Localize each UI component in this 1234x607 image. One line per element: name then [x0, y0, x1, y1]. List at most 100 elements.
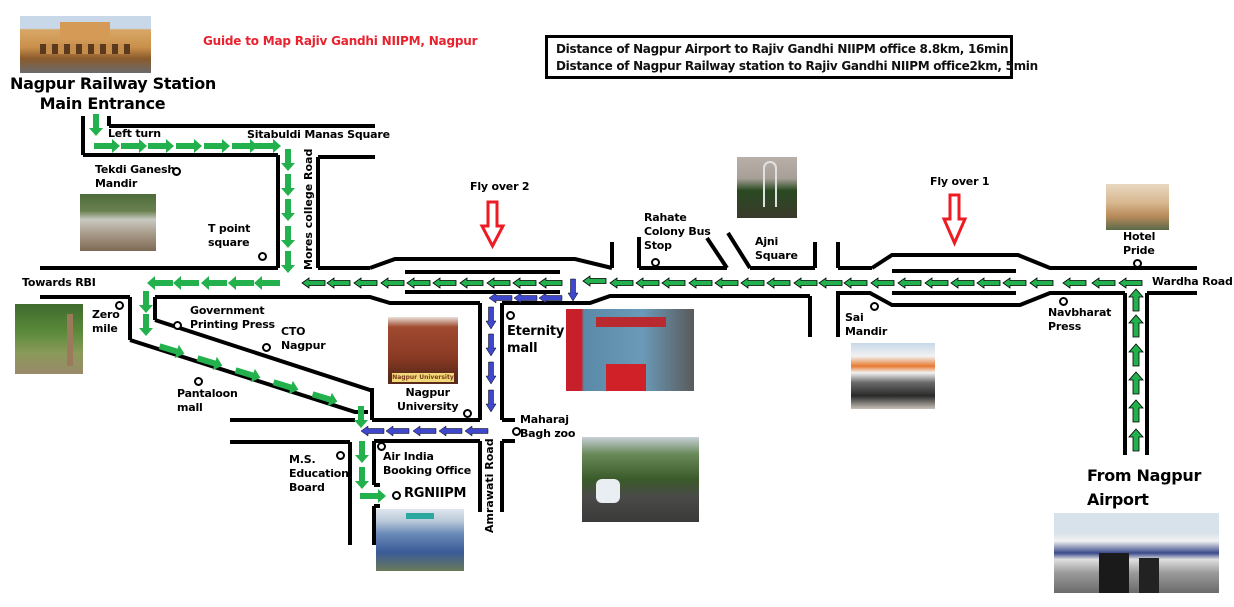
- air-india-marker: [377, 442, 386, 451]
- maharaj-bagh-line2: Bagh zoo: [520, 427, 576, 440]
- navbharat-line1: Navbharat: [1048, 306, 1112, 319]
- sitabuldi-label: Sitabuldi Manas Square: [247, 128, 390, 141]
- zero-mile-photo: [15, 304, 83, 374]
- pantaloon-line2: mall: [177, 401, 203, 414]
- ajni-line2: Square: [755, 249, 798, 262]
- sai-mandir-photo: [851, 343, 935, 409]
- rgniipm-marker: [392, 491, 401, 500]
- flyover-1-label: Fly over 1: [930, 175, 990, 188]
- govt-press-marker: [173, 321, 182, 330]
- nagpur-university-photo: Nagpur University: [388, 317, 458, 384]
- maharaj-bagh-label: Maharaj Bagh zoo: [520, 413, 575, 441]
- railway-station-line1: Nagpur Railway Station: [10, 74, 217, 93]
- navbharat-marker: [1059, 297, 1068, 306]
- govt-press-line2: Printing Press: [190, 318, 275, 331]
- tekdi-line1: Tekdi Ganesh: [95, 163, 176, 176]
- sai-mandir-label: Sai Mandir: [845, 311, 887, 339]
- pantaloon-label: Pantaloon mall: [177, 387, 238, 415]
- t-point-line1: T point: [208, 222, 251, 235]
- railway-station-label: Nagpur Railway Station Main Entrance: [10, 74, 217, 114]
- eternity-mall-photo: [566, 309, 694, 391]
- sai-mandir-line2: Mandir: [845, 325, 888, 338]
- t-point-marker: [258, 252, 267, 261]
- cto-line2: Nagpur: [281, 339, 326, 352]
- nagpur-univ-line2: University: [397, 400, 459, 413]
- distance-info-box: Distance of Nagpur Airport to Rajiv Gand…: [545, 35, 1038, 79]
- tekdi-line2: Mandir: [95, 177, 138, 190]
- zero-mile-label: Zero mile: [92, 308, 120, 336]
- t-point-line2: square: [208, 236, 250, 249]
- hotel-pride-photo: [1106, 184, 1169, 230]
- nagpur-univ-line1: Nagpur: [405, 386, 450, 399]
- ajni-line1: Ajni: [755, 235, 779, 248]
- maharaj-bagh-line1: Maharaj: [520, 413, 569, 426]
- pantaloon-line1: Pantaloon: [177, 387, 238, 400]
- cto-marker: [262, 343, 271, 352]
- university-caption: Nagpur University: [392, 373, 454, 382]
- rahate-line2: Colony Bus: [644, 225, 711, 238]
- airport-photo: [1054, 513, 1219, 593]
- ms-board-line3: Board: [289, 481, 325, 494]
- ajni-square-photo: [737, 157, 797, 218]
- zero-mile-line1: Zero: [92, 308, 120, 321]
- air-india-label: Air India Booking Office: [383, 450, 471, 478]
- pantaloon-marker: [194, 377, 203, 386]
- hotel-pride-line1: Hotel: [1123, 230, 1156, 243]
- rahate-line1: Rahate: [644, 211, 687, 224]
- sai-mandir-marker: [870, 302, 879, 311]
- hotel-pride-marker: [1133, 259, 1142, 268]
- rgniipm-label: RGNIIPM: [404, 486, 467, 501]
- maharaj-bagh-photo: [582, 437, 699, 522]
- air-india-line1: Air India: [383, 450, 434, 463]
- eternity-marker: [506, 311, 515, 320]
- airport-line2: Airport: [1087, 490, 1149, 509]
- eternity-label: Eternity mall: [507, 323, 564, 357]
- flyover-1-marker: [941, 193, 968, 247]
- ajni-label: Ajni Square: [755, 235, 798, 263]
- navbharat-line2: Press: [1048, 320, 1082, 333]
- nagpur-university-label: Nagpur University: [397, 386, 459, 414]
- hotel-pride-label: Hotel Pride: [1123, 230, 1155, 258]
- roads: [40, 116, 1197, 545]
- rahate-marker: [651, 258, 660, 267]
- air-india-line2: Booking Office: [383, 464, 471, 477]
- navbharat-label: Navbharat Press: [1048, 306, 1111, 334]
- wardha-road-label: Wardha Road: [1152, 275, 1233, 288]
- maharaj-bagh-marker: [512, 427, 521, 436]
- ms-board-line2: Education: [289, 467, 349, 480]
- railway-distance-text: Distance of Nagpur Railway station to Ra…: [556, 59, 1038, 73]
- mores-college-road-label: Mores college Road: [302, 148, 315, 270]
- flyover-2-label: Fly over 2: [470, 180, 530, 193]
- ms-board-line1: M.S.: [289, 453, 316, 466]
- airport-line1: From Nagpur: [1087, 466, 1202, 485]
- eternity-line2: mall: [507, 341, 538, 356]
- map-title: Guide to Map Rajiv Gandhi NIIPM, Nagpur: [203, 34, 478, 48]
- rahate-label: Rahate Colony Bus Stop: [644, 211, 711, 253]
- tekdi-label: Tekdi Ganesh Mandir: [95, 163, 175, 191]
- flyover-2-marker: [479, 200, 506, 250]
- amrawati-road-label: Amrawati Road: [483, 438, 496, 533]
- airport-origin-label: From Nagpur Airport: [1087, 466, 1201, 510]
- left-turn-label: Left turn: [108, 127, 161, 140]
- cto-label: CTO Nagpur: [281, 325, 326, 353]
- airport-distance-text: Distance of Nagpur Airport to Rajiv Gand…: [556, 42, 1009, 56]
- hotel-pride-line2: Pride: [1123, 244, 1155, 257]
- govt-press-label: Government Printing Press: [190, 304, 275, 332]
- ms-board-marker: [336, 451, 345, 460]
- railway-station-photo: [20, 16, 151, 73]
- ms-board-label: M.S. Education Board: [289, 453, 349, 495]
- govt-press-line1: Government: [190, 304, 265, 317]
- rahate-line3: Stop: [644, 239, 672, 252]
- zero-mile-marker: [115, 301, 124, 310]
- tekdi-ganesh-photo: [80, 194, 156, 251]
- sai-mandir-line1: Sai: [845, 311, 864, 324]
- cto-line1: CTO: [281, 325, 306, 338]
- zero-mile-line2: mile: [92, 322, 118, 335]
- t-point-label: T point square: [208, 222, 250, 250]
- towards-rbi-label: Towards RBI: [22, 276, 96, 289]
- railway-station-line2: Main Entrance: [39, 94, 166, 113]
- rgniipm-photo: [376, 509, 464, 571]
- tekdi-marker: [172, 167, 181, 176]
- eternity-line1: Eternity: [507, 324, 565, 339]
